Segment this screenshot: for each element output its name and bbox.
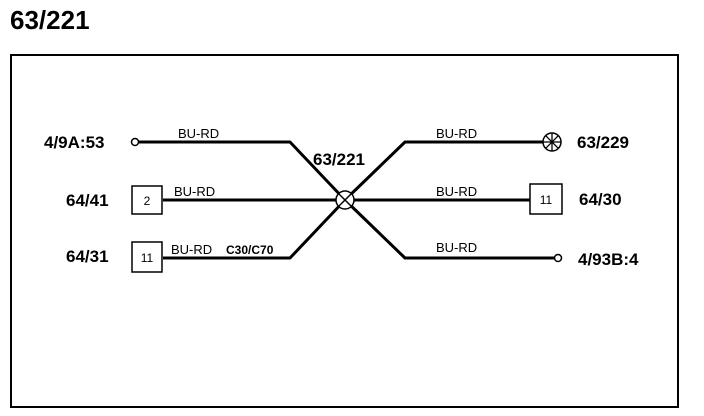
wire-note-left-bot: C30/C70 [226,243,274,257]
connector-label-left-top: 4/9A:53 [44,133,104,152]
connector-label-left-mid: 64/41 [66,191,109,210]
wire-label-right-mid: BU-RD [436,184,477,199]
splice-icon [335,190,355,210]
box-number-left-mid: 2 [144,194,151,208]
box-number-left-bot: 11 [141,251,154,265]
terminal-right-bot-icon [553,253,563,263]
terminal-left-top-icon [130,137,140,147]
connector-label-right-mid: 64/30 [579,190,622,209]
page-title: 63/221 [10,5,90,35]
connector-box-left-mid [131,185,163,215]
wire-label-right-bot: BU-RD [436,240,477,255]
wire-right-bot [343,198,555,260]
wire-right-top [343,140,545,202]
wire-label-left-top: BU-RD [178,126,219,141]
connector-label-left-bot: 64/31 [66,247,109,266]
wire-label-left-bot: BU-RD [171,242,212,257]
wire-left-top [139,140,347,202]
splice-right-top-icon [542,132,562,152]
wire-left-bot [163,198,347,260]
box-number-right-mid: 11 [540,193,553,207]
splice-label: 63/221 [313,150,365,169]
diagram-frame [10,54,679,408]
connector-box-left-bot [131,241,163,273]
connector-label-right-bot: 4/93B:4 [578,250,639,269]
connector-label-right-top: 63/229 [577,133,629,152]
wire-label-left-mid: BU-RD [174,184,215,199]
connector-box-right-mid [529,183,563,215]
wire-label-right-top: BU-RD [436,126,477,141]
